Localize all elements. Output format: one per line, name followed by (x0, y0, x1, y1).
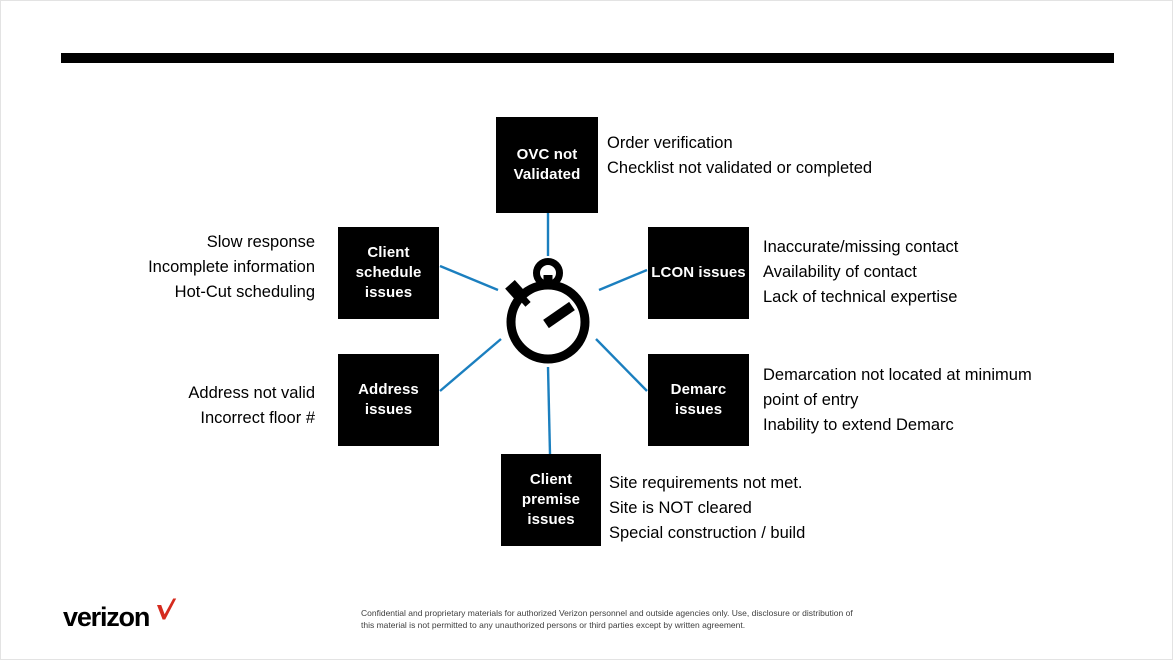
connector-to-lcon (598, 268, 648, 292)
node-demarc-issues[interactable]: Demarc issues (648, 354, 749, 446)
node-client-schedule-issues[interactable]: Client schedule issues (338, 227, 439, 319)
connector-to-address (439, 338, 502, 392)
header-rule (61, 53, 1114, 63)
node-address-issues[interactable]: Address issues (338, 354, 439, 446)
description-line: Checklist not validated or completed (607, 159, 873, 177)
verizon-logo: verizon (63, 598, 178, 632)
node-client-premise-issues[interactable]: Client premise issues (501, 454, 601, 546)
connector-to-client-premise (546, 366, 552, 455)
footer-legal-text: Confidential and proprietary materials f… (361, 608, 853, 630)
stopwatch-icon (505, 258, 590, 364)
description-client-premise: Site requirements not met. Site is NOT cl… (609, 471, 939, 546)
description-line: Address not valid (188, 384, 315, 402)
description-line: Hot-Cut scheduling (174, 283, 315, 301)
description-line: Order verification (607, 134, 733, 152)
description-line: Incorrect floor # (200, 409, 315, 427)
connector-to-demarc (595, 338, 648, 392)
description-line: Demarcation not located at minimum point… (763, 366, 1032, 409)
node-ovc-label: OVC not Validated (513, 146, 581, 183)
description-line: Lack of technical expertise (763, 288, 958, 306)
description-line: Availability of contact (763, 263, 917, 281)
description-line: Slow response (206, 233, 315, 251)
node-lcon-issues[interactable]: LCON issues (648, 227, 749, 319)
node-address-label: Address issues (358, 381, 419, 418)
verizon-check-icon (157, 598, 177, 620)
connector-to-client-schedule (439, 264, 499, 292)
description-line: Site requirements not met. (609, 474, 803, 492)
node-demarc-label: Demarc issues (670, 381, 727, 418)
description-line: Inaccurate/missing contact (763, 238, 959, 256)
node-lcon-label: LCON issues (651, 264, 746, 281)
description-line: Site is NOT cleared (609, 499, 752, 517)
description-demarc: Demarcation not located at minimum point… (763, 363, 1063, 438)
node-client-premise-label: Client premise issues (521, 471, 581, 528)
verizon-wordmark: verizon (63, 602, 150, 632)
description-line: Special construction / build (609, 524, 806, 542)
description-line: Incomplete information (148, 258, 315, 276)
node-client-schedule-label: Client schedule issues (355, 244, 422, 301)
node-ovc-not-validated[interactable]: OVC not Validated (496, 117, 598, 213)
description-line: Inability to extend Demarc (763, 416, 954, 434)
